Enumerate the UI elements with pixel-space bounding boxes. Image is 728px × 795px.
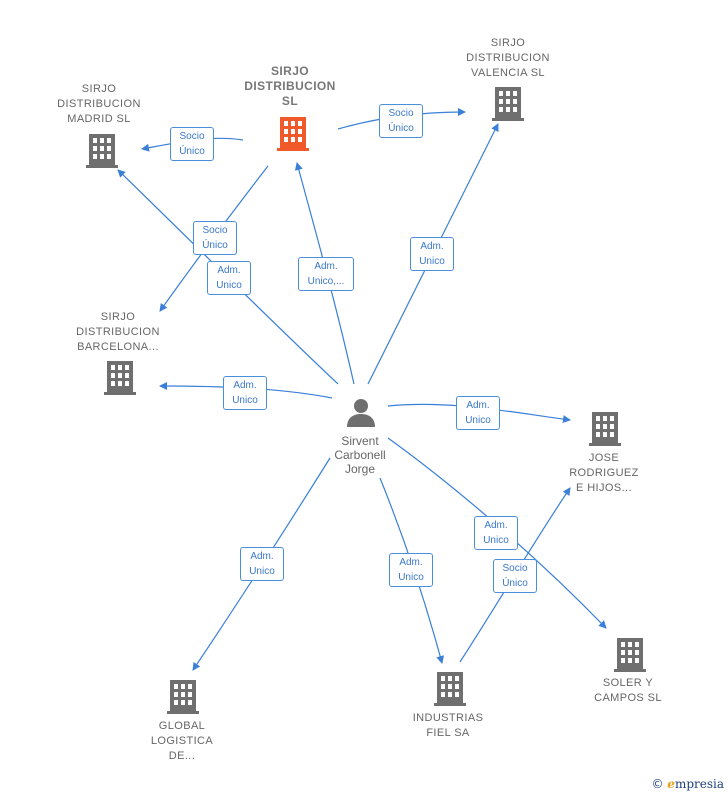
edge-label-person-main: Adm. Unico,...	[298, 257, 354, 291]
node-label-industrias-fiel[interactable]: INDUSTRIAS FIEL SA	[412, 712, 484, 739]
building-icon[interactable]	[491, 85, 525, 121]
edge-label-industrias-jose: Socio Único	[493, 559, 537, 593]
node-label-jose-rodriguez[interactable]: JOSE RODRIGUEZ E HIJOS...	[569, 452, 639, 494]
brand-logo-e: e	[667, 777, 675, 791]
copyright-icon: ©	[651, 777, 664, 791]
person-icon[interactable]	[344, 396, 378, 430]
building-icon[interactable]	[588, 410, 622, 446]
edge-label-main-barcelona: Socio Único	[193, 221, 237, 255]
edge-label-person-valencia: Adm. Unico	[410, 237, 454, 271]
node-label-sirjo-barcelona[interactable]: SIRJO DISTRIBUCION BARCELONA...	[76, 311, 160, 353]
brand-logo-text: mpresia	[674, 777, 724, 791]
edge-label-person-global: Adm. Unico	[240, 547, 284, 581]
building-icon[interactable]	[613, 636, 647, 672]
edge-label-main-madrid: Socio Único	[170, 127, 214, 161]
node-label-sirjo-madrid[interactable]: SIRJO DISTRIBUCION MADRID SL	[57, 83, 141, 125]
node-label-soler-campos[interactable]: SOLER Y CAMPOS SL	[594, 677, 662, 704]
node-label-sirjo-valencia[interactable]: SIRJO DISTRIBUCION VALENCIA SL	[466, 37, 550, 79]
building-icon[interactable]	[433, 670, 467, 706]
edge-label-person-jose: Adm. Unico	[456, 396, 500, 430]
edge-label-person-barcelona: Adm. Unico	[223, 376, 267, 410]
node-label-sirjo-distribucion-sl[interactable]: SIRJO DISTRIBUCION SL	[244, 64, 336, 108]
building-icon[interactable]	[85, 132, 119, 168]
brand-footer[interactable]: © empresia	[651, 777, 724, 791]
building-icon[interactable]	[276, 115, 310, 151]
node-label-person[interactable]: Sirvent Carbonell Jorge	[334, 434, 386, 476]
edge-label-person-madrid: Adm. Unico	[207, 261, 251, 295]
building-icon[interactable]	[166, 678, 200, 714]
building-icon[interactable]	[103, 359, 137, 395]
edge-label-person-soler: Adm. Unico	[474, 516, 518, 550]
edge-label-person-industrias: Adm. Unico	[389, 553, 433, 587]
node-label-global-logistica[interactable]: GLOBAL LOGISTICA DE...	[150, 720, 214, 762]
edge-label-main-valencia: Socio Único	[379, 104, 423, 138]
